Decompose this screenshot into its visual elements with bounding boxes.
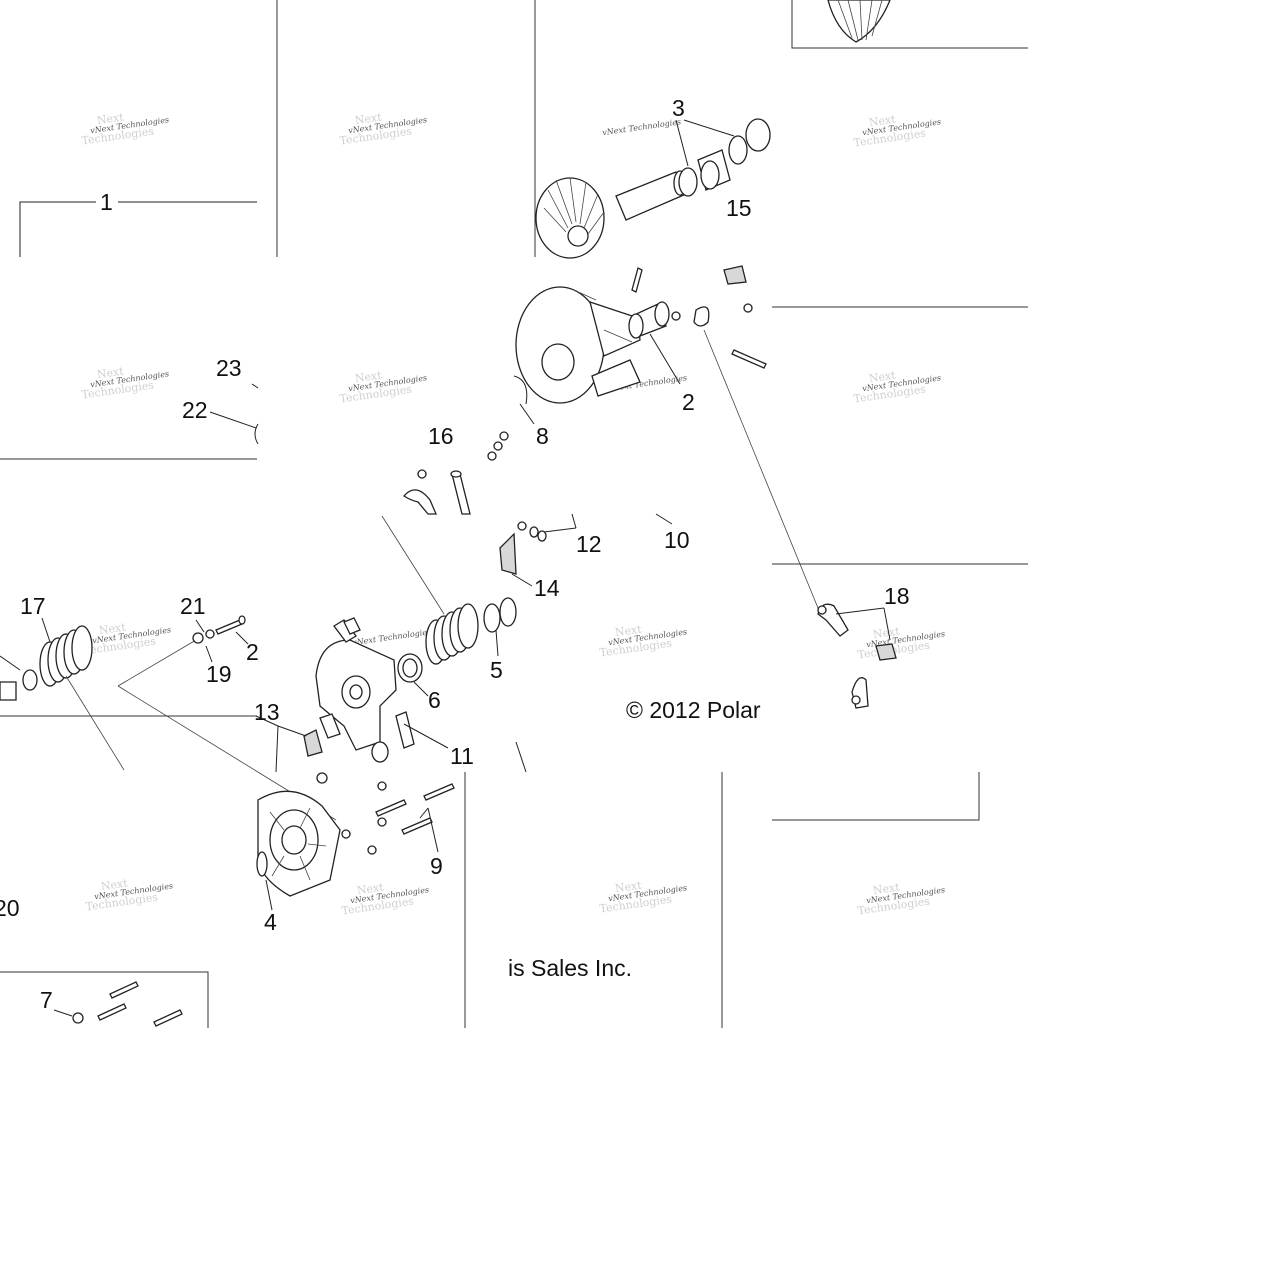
washer-8 [487, 375, 535, 461]
callout-4: 4 [264, 909, 277, 935]
copyright-credit: © 2012 Polar is Sales Inc. [508, 697, 761, 981]
pins-11 [319, 711, 449, 763]
bushing-2 [628, 301, 681, 385]
callout-23: 23 [216, 355, 242, 381]
svg-text:Next: Next [868, 113, 897, 130]
callout-9: 9 [430, 853, 443, 879]
spider-6 [397, 653, 429, 697]
part-14 [499, 532, 533, 587]
callout-11: 11 [450, 743, 474, 769]
callout-labels: 1 3 15 23 22 2 8 16 12 10 14 17 21 2 19 … [0, 95, 910, 1013]
callout-2: 2 [682, 389, 695, 415]
svg-text:Next: Next [354, 369, 383, 386]
svg-text:Next: Next [354, 111, 383, 128]
spider-assembly [315, 617, 397, 751]
cover-4 [256, 790, 341, 911]
sheave-fragment-top [827, 0, 891, 43]
svg-text:Next: Next [872, 881, 901, 898]
svg-text:vNext Technologies: vNext Technologies [602, 117, 682, 137]
callout-8: 8 [536, 423, 549, 449]
callout-21: 21 [180, 593, 206, 619]
callout-20: 20 [0, 895, 20, 921]
svg-text:Next: Next [98, 621, 127, 638]
callout-10: 10 [664, 527, 690, 553]
svg-text:Next: Next [356, 881, 385, 898]
bolts-9 [341, 781, 455, 855]
ring-5 [483, 597, 517, 657]
svg-text:Next: Next [96, 365, 125, 382]
bolt-21-washer-19 [192, 615, 249, 663]
roller-13 [117, 639, 337, 821]
callout-19: 19 [206, 661, 232, 687]
callout-13: 13 [254, 699, 280, 725]
watermarks: Next vNext Technologies Technologies Nex… [81, 111, 946, 918]
svg-text:Next: Next [96, 111, 125, 128]
leader-line [515, 741, 527, 773]
sheave-pins-and-nuts [631, 265, 819, 609]
svg-text:Next: Next [872, 625, 901, 642]
callout-15: 15 [726, 195, 752, 221]
copyright-part-1: © 2012 Polar [626, 697, 761, 723]
tile-borders [0, 0, 1028, 1028]
svg-text:Next: Next [614, 879, 643, 896]
bolts-7 [53, 981, 183, 1027]
callout-3: 3 [672, 95, 685, 121]
shaft-pin-16 [403, 469, 471, 515]
weights-18 [817, 603, 897, 709]
callout-22: 22 [182, 397, 208, 423]
spring-17 [0, 617, 125, 771]
callout-14: 14 [534, 575, 560, 601]
callout-18: 18 [884, 583, 910, 609]
callout-2b: 2 [246, 639, 259, 665]
spring-center [381, 515, 479, 665]
svg-text:vNext Technologies: vNext Technologies [352, 627, 432, 647]
callout-16: 16 [428, 423, 454, 449]
moveable-sheave [515, 286, 641, 404]
callout-6: 6 [428, 687, 441, 713]
bushing-and-rings [675, 118, 771, 197]
parts-drawings [0, 0, 897, 1027]
svg-text:Next: Next [868, 369, 897, 386]
callout-17: 17 [20, 593, 46, 619]
callout-1: 1 [100, 189, 113, 215]
callout-12: 12 [576, 531, 602, 557]
svg-text:Next: Next [614, 623, 643, 640]
copyright-part-2: is Sales Inc. [508, 955, 632, 981]
tile-edge-mask [772, 692, 832, 726]
svg-text:Next: Next [100, 877, 129, 894]
callout-7: 7 [40, 987, 53, 1013]
drive-sheave-with-shaft [535, 170, 687, 259]
rollers-12 [517, 513, 577, 542]
callout-5: 5 [490, 657, 503, 683]
part-22 [209, 383, 259, 445]
